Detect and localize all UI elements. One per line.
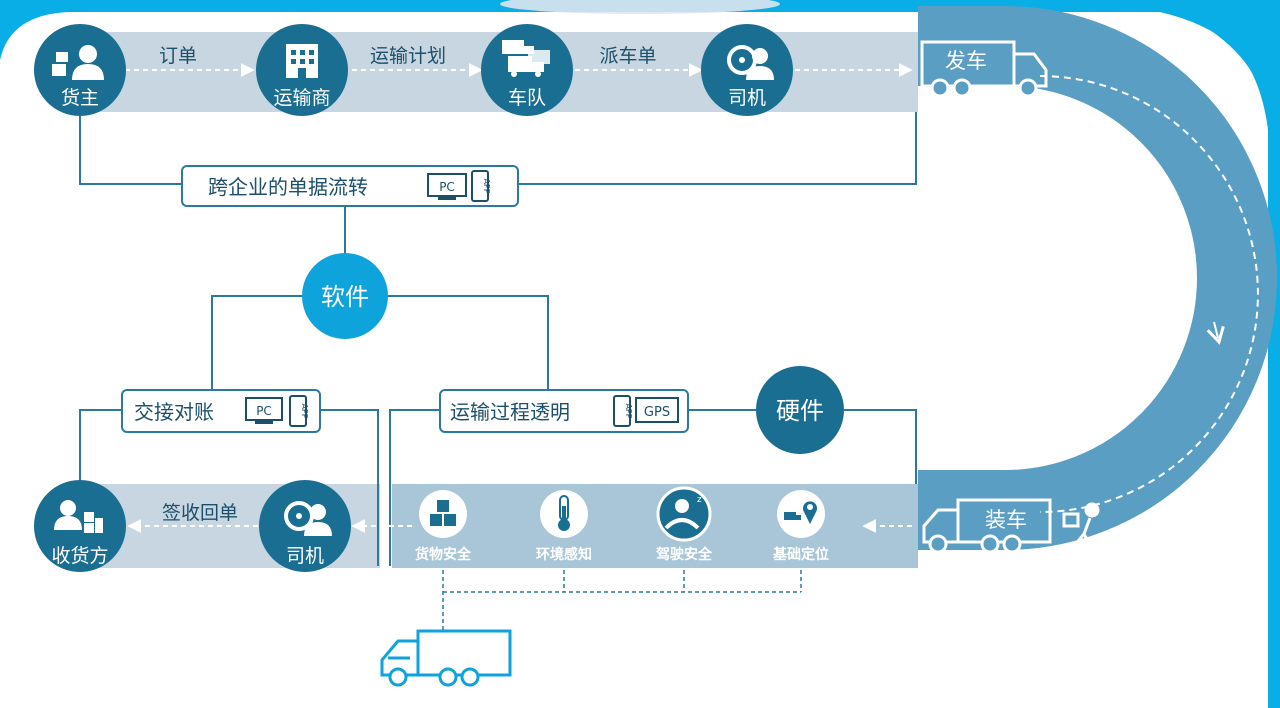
sensor-label-position: 基础定位 (773, 546, 829, 563)
arrow-label-order: 订单 (159, 45, 197, 67)
driver-icon (284, 501, 332, 536)
sensor-label-driving: 驾驶安全 (655, 546, 713, 563)
transparency-label: 运输过程透明 (450, 400, 570, 424)
u-track (918, 5, 1277, 550)
sensor-positioning: 基础定位 (773, 490, 829, 563)
cross-docs-tag-app: APP (482, 178, 491, 193)
sensor-driving-safety: z 驾驶安全 (655, 486, 713, 563)
node-label-driver-bottom: 司机 (286, 545, 324, 567)
thermometer-icon (558, 495, 570, 531)
building-icon (286, 44, 318, 78)
driver-icon (727, 45, 774, 80)
reconcile-label: 交接对账 (134, 400, 214, 424)
sleep-z-text: z (697, 495, 702, 505)
cross-docs-box: 跨企业的单据流转 PC APP (181, 165, 519, 207)
cross-docs-label: 跨企业的单据流转 (208, 175, 368, 199)
depart-label: 发车 (945, 49, 987, 73)
loading-label: 装车 (985, 508, 1027, 532)
sensor-cargo-safety: 货物安全 (414, 490, 472, 563)
sensor-label-cargo: 货物安全 (414, 546, 472, 563)
transparency-tag-gps: GPS (644, 405, 670, 420)
bottom-band-right (392, 484, 918, 568)
delivery-truck-icon (380, 629, 512, 687)
cargo-owner-icon (52, 45, 104, 80)
node-receiver: 收货方 (34, 480, 126, 572)
arrow-label-dispatch: 派车单 (599, 45, 656, 67)
sensor-connectors (442, 570, 802, 630)
reconcile-box: 交接对账 PC APP (121, 389, 321, 433)
node-carrier: 运输商 (256, 24, 348, 116)
software-label: 软件 (321, 283, 369, 311)
gps-icon: GPS (635, 397, 679, 423)
node-label-fleet: 车队 (508, 87, 546, 109)
node-label-cargo-owner: 货主 (61, 87, 99, 109)
fleet-icon (502, 40, 550, 77)
transparency-tag-app: APP (624, 403, 633, 418)
app-phone-icon: APP (471, 170, 491, 202)
hardware-label: 硬件 (776, 397, 824, 425)
hardware-node: 硬件 (756, 366, 844, 454)
reconcile-tag-app: APP (300, 403, 309, 418)
pc-icon: PC (427, 173, 467, 200)
cargo-boxes-icon (430, 500, 456, 526)
node-fleet: 车队 (481, 24, 573, 116)
node-label-receiver: 收货方 (51, 545, 108, 567)
arrow-label-receipt: 签收回单 (162, 502, 238, 524)
pc-icon: PC (245, 397, 283, 424)
node-driver-top: 司机 (701, 24, 793, 116)
connector-lines (79, 112, 917, 566)
transparency-box: 运输过程透明 APP GPS (439, 389, 689, 433)
receiver-icon (54, 500, 103, 533)
reconcile-tag-pc: PC (256, 404, 272, 418)
cross-docs-tag-pc: PC (439, 180, 455, 194)
app-phone-icon: APP (289, 395, 309, 427)
software-node: 软件 (302, 253, 388, 339)
node-label-driver-top: 司机 (728, 87, 766, 109)
worker-icon (1062, 502, 1100, 549)
sensor-environment: 环境感知 (536, 490, 592, 563)
app-phone-icon: APP (613, 395, 633, 427)
node-cargo-owner: 货主 (34, 24, 126, 116)
sensor-label-env: 环境感知 (536, 546, 592, 563)
steering-wheel-icon: z (664, 495, 702, 530)
location-pin-icon (784, 501, 817, 524)
node-driver-bottom: 司机 (259, 480, 351, 572)
arrow-label-plan: 运输计划 (370, 45, 446, 67)
loading-truck-icon (922, 498, 1052, 554)
node-label-carrier: 运输商 (273, 87, 330, 109)
depart-truck-icon (920, 40, 1048, 98)
